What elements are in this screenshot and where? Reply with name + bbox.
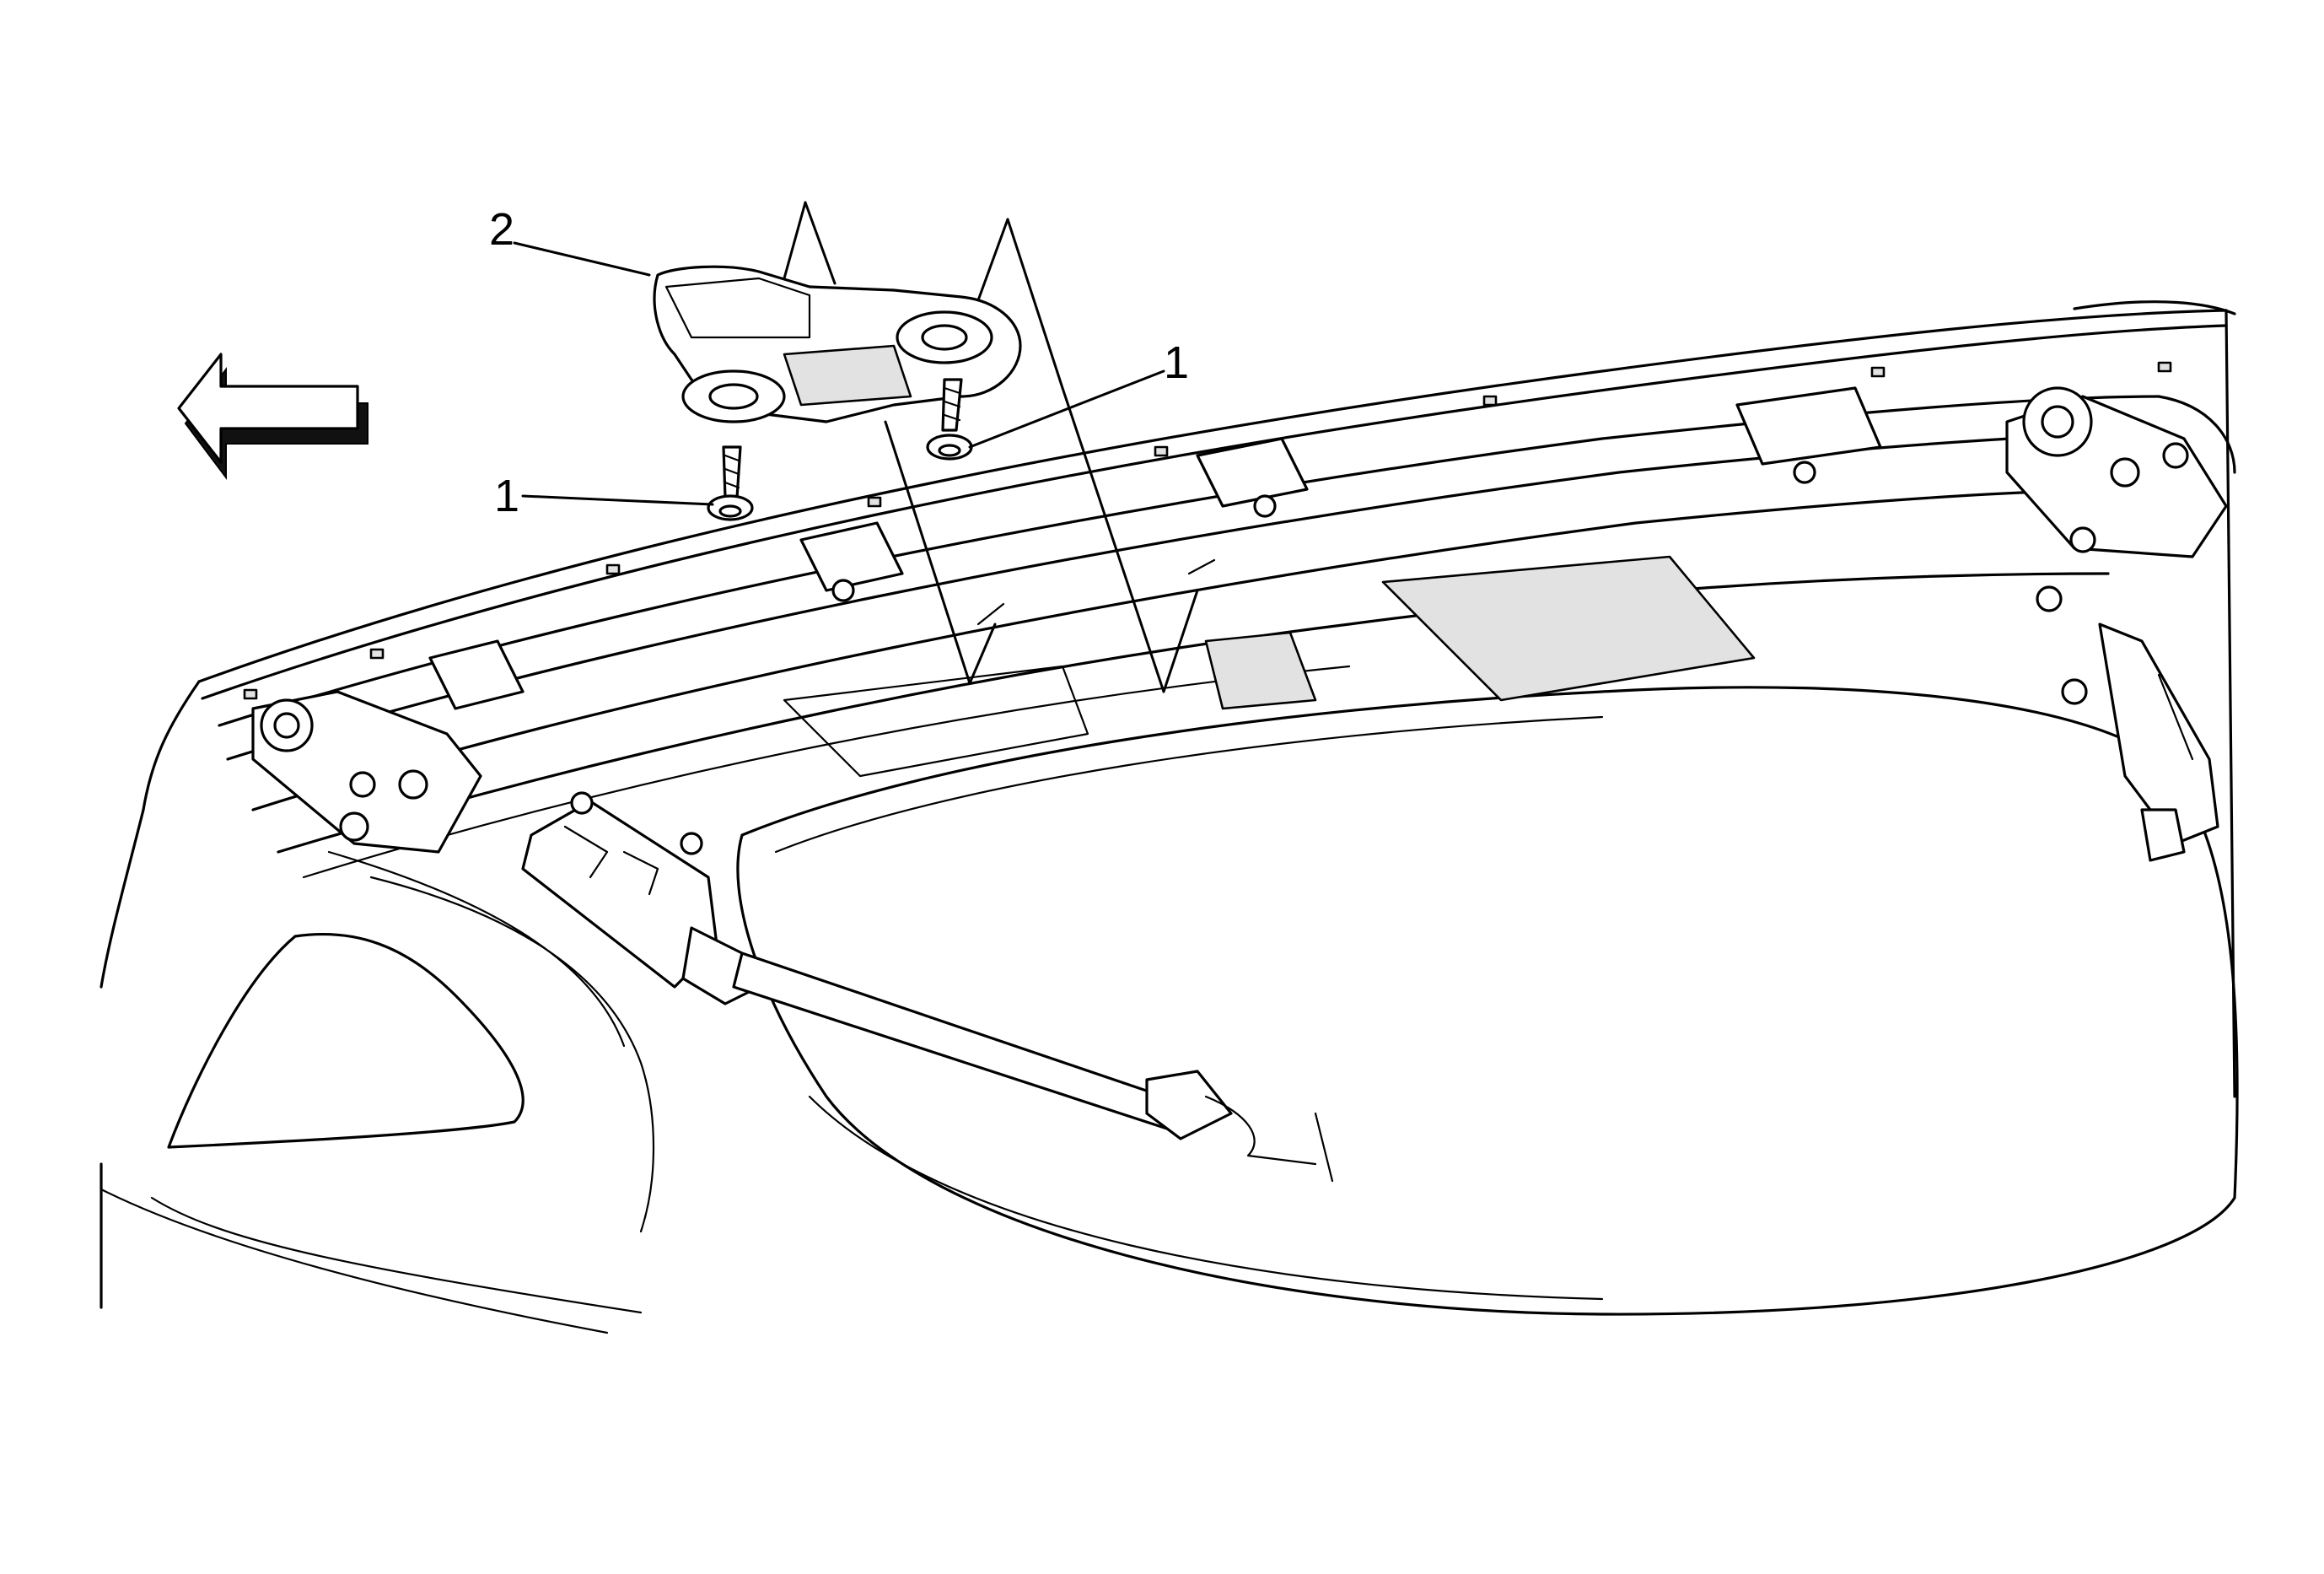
- hood-inner-opening: [736, 686, 2239, 1316]
- fastener-top-part: [926, 378, 973, 461]
- callout-bracket: 2: [489, 204, 514, 255]
- callout-fastener-top: 1: [1164, 337, 1189, 388]
- fastener-left-part: [707, 445, 754, 521]
- right-harness: [2036, 585, 2219, 862]
- hood-prop-rod: [521, 791, 1334, 1183]
- installation-guide-lines: [783, 201, 1216, 693]
- hood-panel: [100, 300, 2236, 1334]
- direction-arrow-icon: [177, 353, 369, 480]
- hood-inner-frame: [218, 395, 2236, 879]
- bracket-part: [653, 265, 1022, 423]
- callout-leaders: [513, 241, 1165, 506]
- frame-bumpers: [243, 361, 2172, 710]
- inner-insulator-pad: [783, 555, 1756, 778]
- left-inner-opening: [167, 850, 655, 1233]
- callout-fastener-left: 1: [494, 471, 519, 521]
- right-hinge-plate: [2005, 386, 2228, 558]
- left-hinge-plate: [251, 690, 482, 854]
